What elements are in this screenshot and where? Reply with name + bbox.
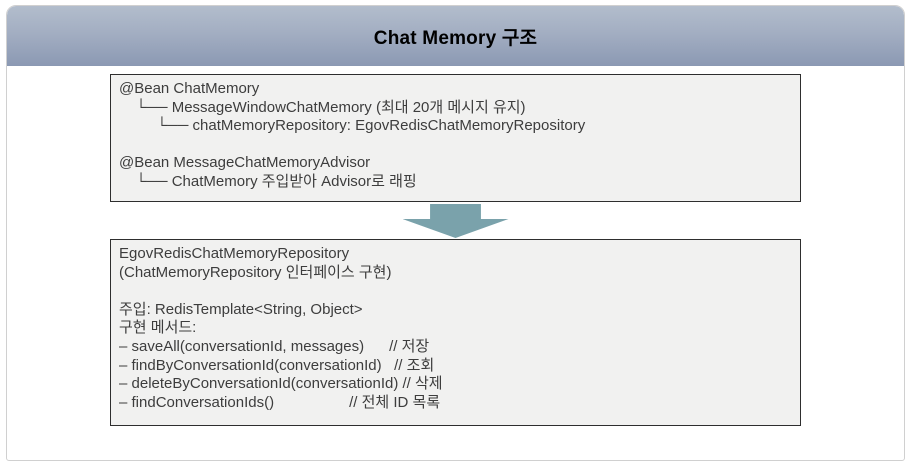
panel-body: @Bean ChatMemory └── MessageWindowChatMe… — [7, 74, 904, 460]
bean-config-box: @Bean ChatMemory └── MessageWindowChatMe… — [110, 74, 801, 202]
repository-detail-box: EgovRedisChatMemoryRepository (ChatMemor… — [110, 239, 801, 426]
down-arrow-icon — [402, 204, 509, 238]
panel-title: Chat Memory 구조 — [373, 27, 538, 49]
chat-memory-panel: Chat Memory 구조 @Bean ChatMemory └── Mess… — [6, 5, 905, 461]
panel-header: Chat Memory 구조 — [7, 6, 904, 66]
